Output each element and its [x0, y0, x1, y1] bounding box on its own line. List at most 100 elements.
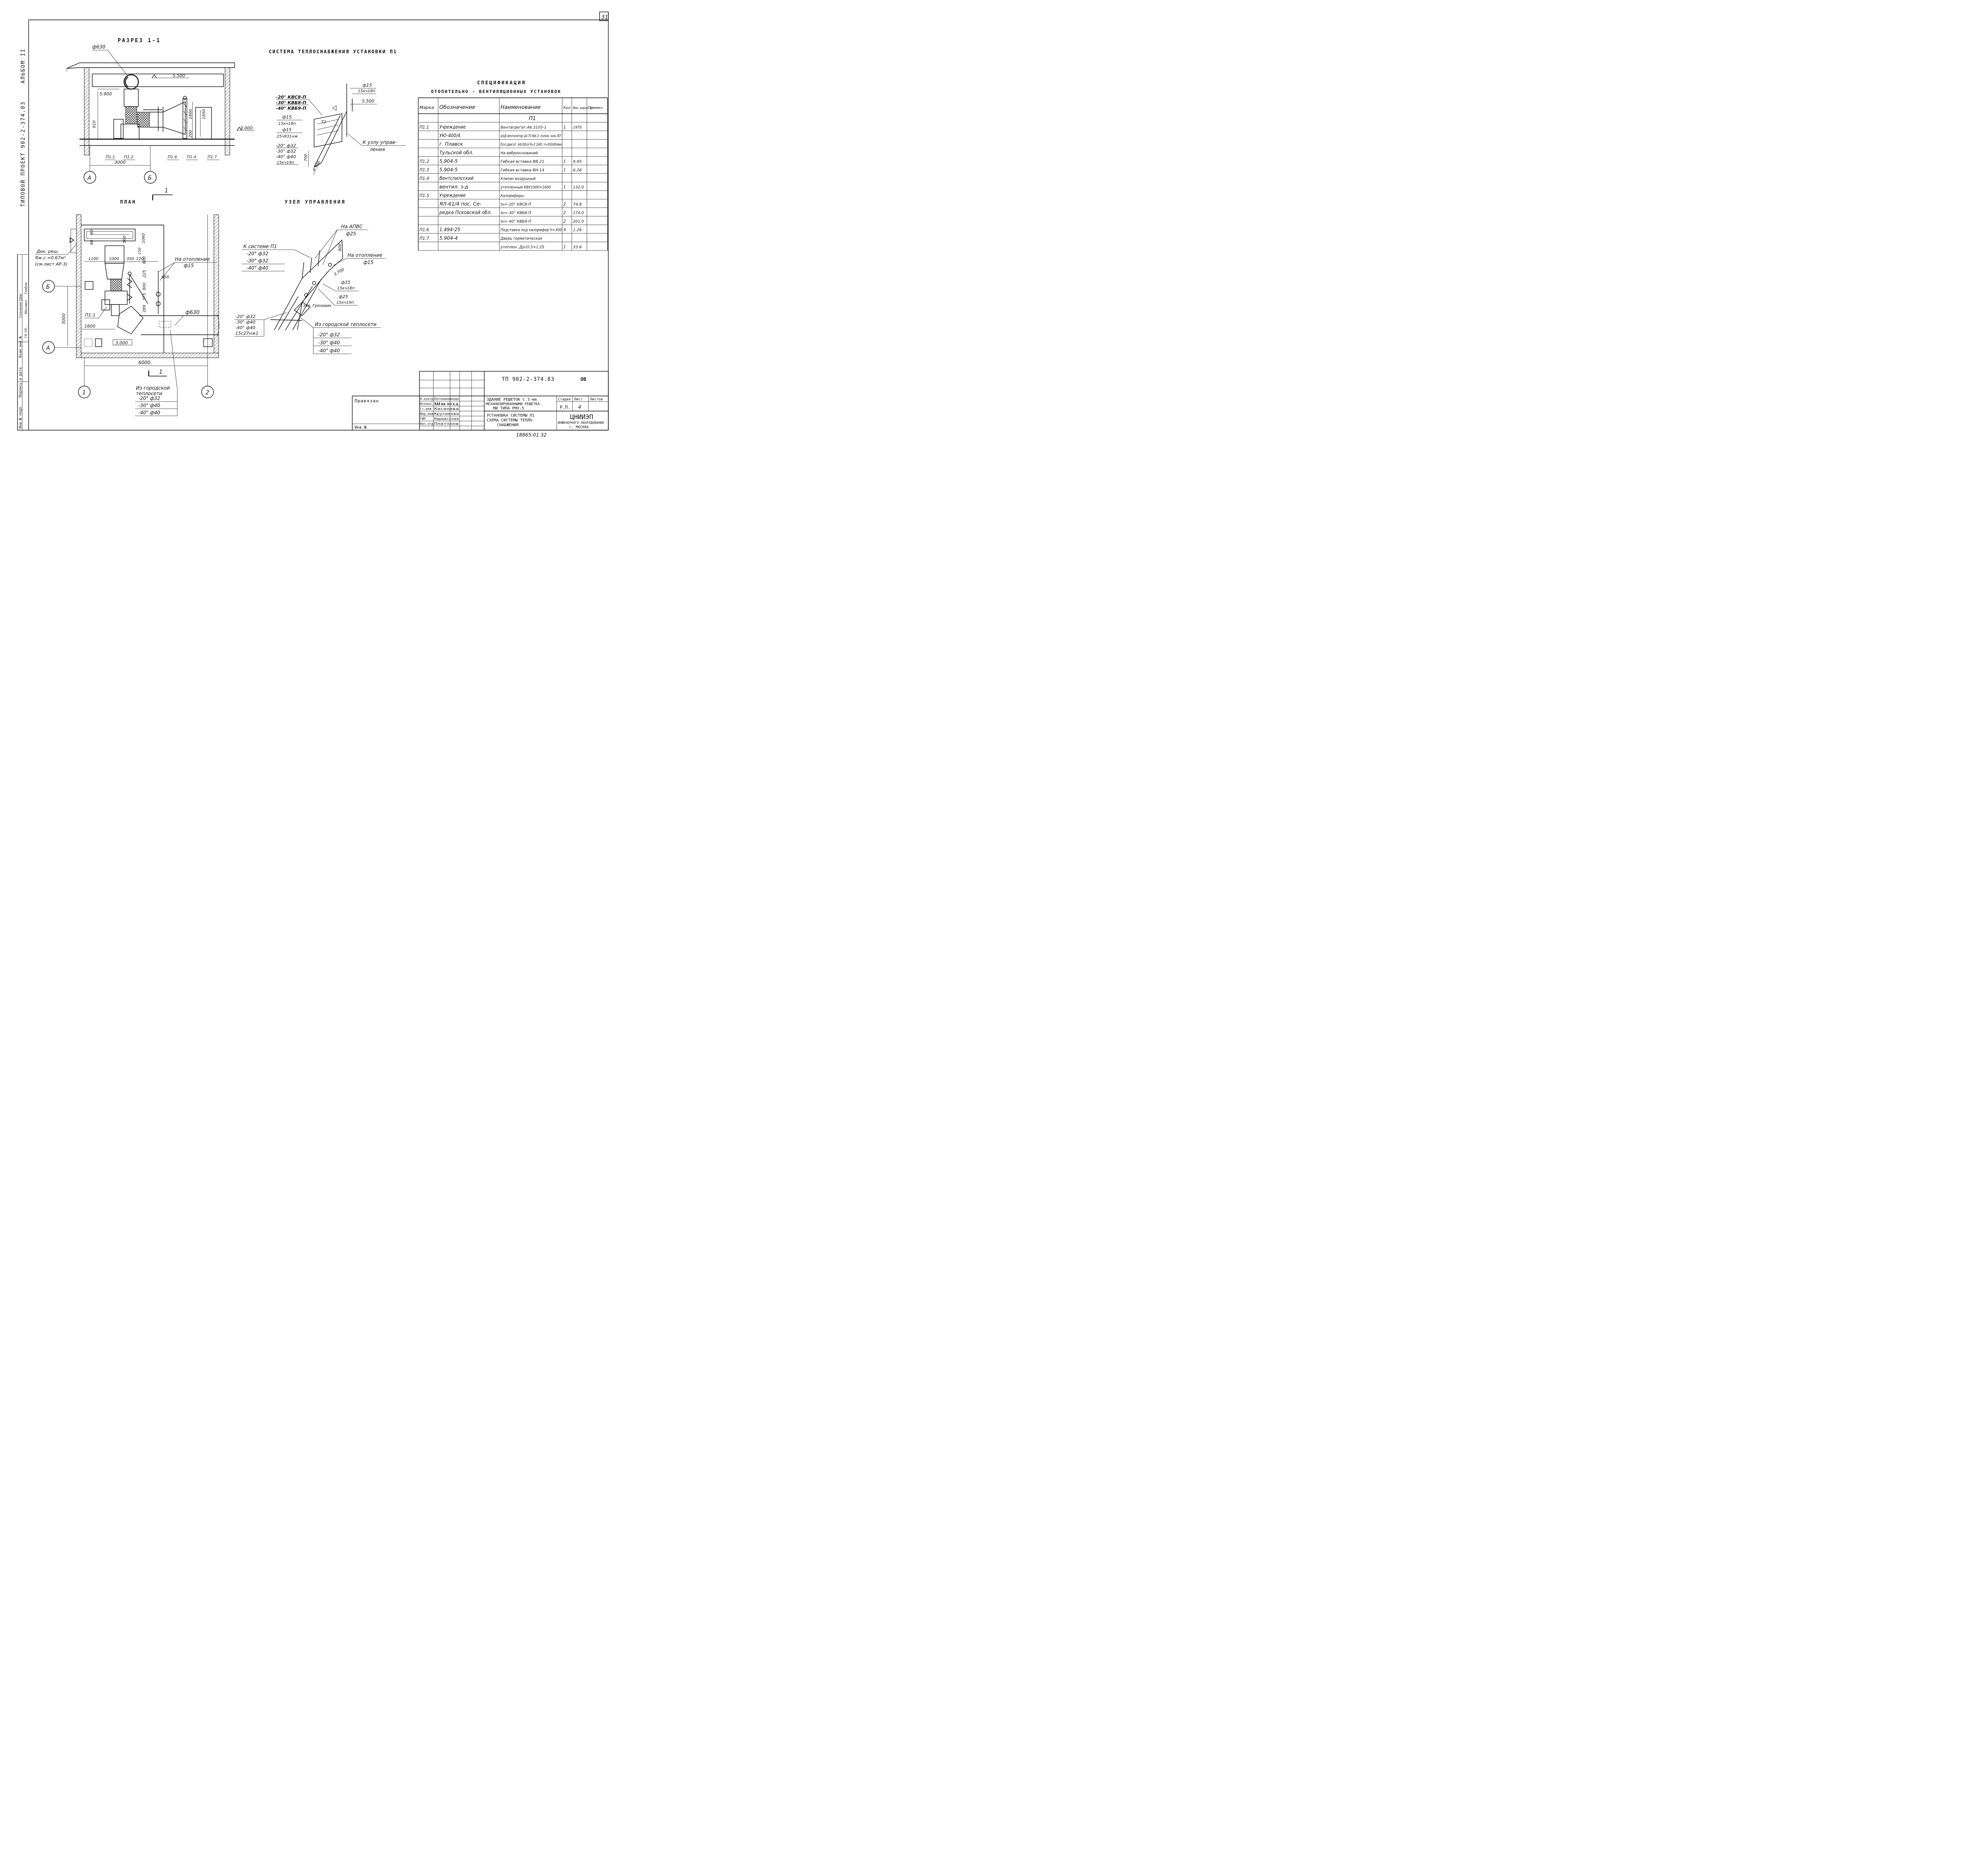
spec-header: Марка — [419, 105, 434, 110]
spec-cell: П1.6 — [419, 227, 429, 233]
plan-dim-v80a: 80 — [90, 240, 94, 245]
plan-city-row-1: -20° ф32 — [138, 396, 160, 401]
spec-header: Вес един. кг — [573, 106, 594, 110]
plan-dim-m800b: 800 — [142, 256, 147, 264]
spec-cell: На виброоснований — [501, 151, 538, 155]
plan-dim-m225: 225 — [142, 270, 147, 277]
control-na-apvs: На АПВС — [341, 224, 363, 229]
spec-cell: Учреждение — [439, 193, 466, 198]
heat-temp-1: -20° ф32 — [276, 143, 296, 148]
stamp-org-1: ЦНИИЭП — [570, 413, 593, 421]
plan-dim-1100: 1100 — [88, 257, 98, 261]
spec-cell: 1 — [563, 184, 566, 190]
strip-role-1: ГЛ.СП. — [24, 326, 28, 338]
project-code-vertical: ТИПОВОЙ ПРОЕКТ 902-2-374.83 — [20, 101, 26, 207]
control-f15: ф15 — [341, 280, 350, 285]
control-title: УЗЕЛ УПРАВЛЕНИЯ — [285, 199, 346, 205]
stamp-title-3: МИ ТИПА РМУ-5 — [493, 406, 524, 411]
spec-cell: tн=-30° КВБ8-П — [501, 211, 531, 215]
control-f25-sub: 15кч19п — [336, 301, 354, 305]
stamp-sub-2: СХЕМА СИСТЕМЫ ТЕПЛО- — [487, 418, 534, 423]
strip-label-replace: Взам.инв.№ — [19, 336, 23, 358]
spec-cell: 5.904-4 — [439, 235, 458, 241]
spec-cell: Подставка под калорифер h=300 — [501, 228, 562, 233]
plan-axis-2: 2 — [206, 390, 209, 396]
plan-dek-ref: (см.лист АР-3) — [35, 262, 68, 267]
plan-dim-1600: 1600 — [84, 324, 95, 329]
plan-axis-a: А — [46, 345, 50, 351]
plan-dim-3000: 3000 — [61, 313, 66, 324]
stamp-privyazan: Привязан — [355, 398, 379, 404]
control-to-system: К системе П1 — [243, 244, 277, 249]
plan-dim-6000: 6000 — [138, 360, 151, 365]
control-to-system-1: -20° ф32 — [247, 251, 268, 256]
section-axis-a: А — [87, 175, 91, 181]
control-f25: ф25 — [339, 294, 348, 299]
spec-cell: 1 — [563, 159, 566, 164]
heat-label-1: -20° КВС8-П — [276, 95, 306, 100]
spec-cell: 2 — [563, 202, 566, 207]
heat-f15-a-sub: 15кч18п — [278, 122, 296, 126]
stamp-stage-h: Стадия — [558, 398, 571, 402]
section-mark-p14: П1.4 — [187, 155, 196, 159]
stamp-name: Швец — [434, 402, 459, 406]
plan-title: ПЛАН — [120, 199, 136, 205]
spec-cell: 2 — [563, 210, 566, 215]
heat-label-3: -40° КВБ9-П — [276, 106, 306, 111]
spec-cell: 1 — [563, 125, 566, 130]
section-mark-p11: П1.1 — [106, 155, 115, 159]
heat-to-node-2: ления — [369, 147, 385, 152]
stamp-code-sheet: ОВ — [580, 376, 586, 382]
stamp-name: Крутикова — [434, 412, 459, 416]
stamp-role: Ст.инж — [420, 407, 431, 411]
spec-header: Наименование — [501, 105, 541, 111]
control-mud: Грязевик — [313, 304, 332, 308]
stamp-role: Исполн. — [420, 402, 433, 406]
control-node: УЗЕЛ УПРАВЛЕНИЯ На АПВС ф25 К системе П1… — [235, 199, 386, 354]
spec-header: Обозначение — [439, 105, 475, 111]
control-city-row-1: -20° ф32 — [318, 332, 340, 338]
spec-cell: 1 — [563, 244, 566, 250]
spec-cell: tн=-20° КВС8-П — [501, 202, 531, 207]
stamp-footer: 18865-01 32 — [516, 432, 547, 438]
section-mark-p12: П1.2 — [124, 155, 133, 159]
spec-cell: 1.26 — [573, 228, 582, 233]
plan-dek-label: Дек. реш. — [36, 249, 59, 254]
spec-cell: вентил. з-д — [439, 184, 468, 190]
plan-city-row-3: -40° ф40 — [138, 410, 160, 415]
spec-cell: 132.0 — [573, 185, 584, 190]
control-dim-800: 800 — [338, 244, 342, 251]
spec-cell: Гибкая вставка ВВ-21 — [501, 159, 544, 164]
plan-mark-p11: П1-1 — [85, 312, 95, 318]
spec-cell: утепленный КВУ1000×1600 — [500, 185, 551, 190]
plan-dim-350: 350 — [126, 257, 134, 261]
spec-cell: 201.0 — [573, 219, 584, 224]
section-mark-p17: П1.7 — [208, 155, 217, 159]
control-to-system-3: -40° ф40 — [247, 265, 268, 271]
plan-heating: На отопление — [175, 256, 210, 262]
heat-temp-2: -30° ф32 — [276, 149, 296, 154]
heat-top-dia: ф15 — [363, 83, 372, 88]
spec-cell: 6.26 — [573, 168, 582, 173]
spec-header: Примеч. — [588, 106, 604, 110]
plan-axis-b: Б — [46, 284, 50, 290]
section-elev-left: 5.900 — [99, 91, 112, 97]
spec-cell: а)Ц6 вентилятор Ц4-70 №6.3; полож. кож.Л… — [501, 134, 562, 138]
control-to-system-2: -30° ф32 — [247, 258, 268, 264]
section-pipe-dia: ф630 — [92, 44, 106, 50]
stamp-inv: Инв.№ — [355, 425, 367, 430]
spec-cell: 4 — [563, 227, 566, 233]
heat-f15-b: ф15 — [282, 127, 291, 132]
plan-dim-m375: 375 — [142, 293, 147, 301]
plan-axis-1: 1 — [82, 390, 86, 396]
spec-cell: 74.8 — [573, 202, 582, 207]
control-elev: 3.700 — [333, 268, 345, 277]
spec-group: П1 — [529, 116, 536, 122]
spec-cell: г. Плавск — [439, 142, 463, 147]
heat-label-2: -30° КВБ8-П — [276, 100, 306, 105]
section-dim-span: 3000 — [115, 160, 126, 165]
section-dim-1850: 1850 — [202, 109, 206, 119]
stamp-sub-1: УСТАНОВКА СИСТЕМЫ П1 — [487, 413, 534, 418]
stamp-role: Н.контр. — [420, 397, 435, 401]
